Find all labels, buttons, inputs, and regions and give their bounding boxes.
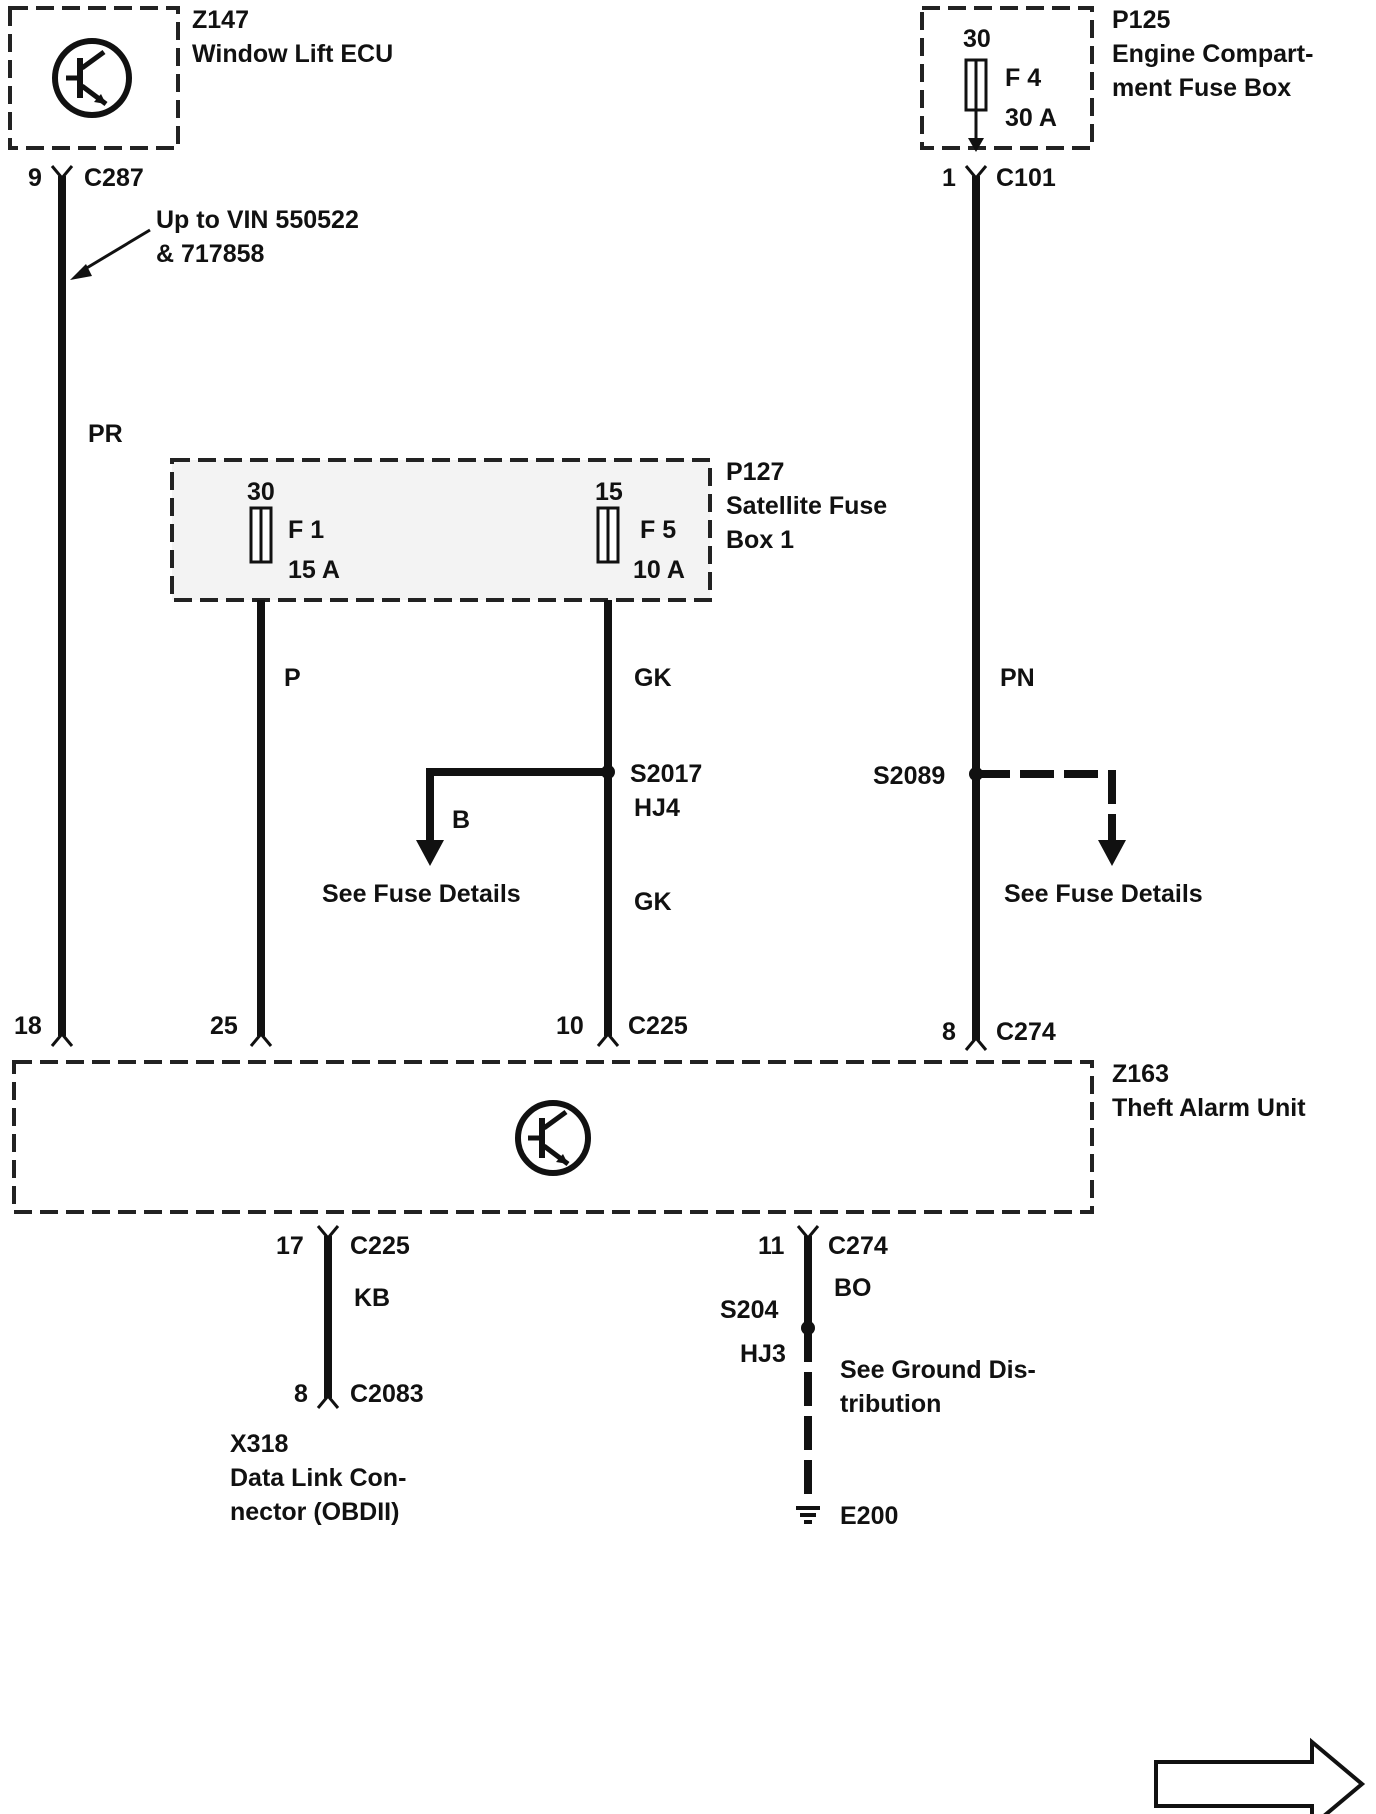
arrow-right-outline-icon[interactable] [1154,1737,1366,1814]
data-link-connector: X318 Data Link Con- nector (OBDII) [230,1430,406,1526]
splice-s204-name: S204 [720,1296,778,1324]
wire-kb: 17 C225 KB 8 C2083 [276,1225,424,1409]
fuse-f5-label: F 5 [640,516,676,544]
splice-s2089: S2089 See Fuse Details [873,762,1203,908]
c101-pin: 1 [942,164,956,192]
window-lift-ecu-box [8,6,180,150]
engine-compartment-fuse-box: 30 F 4 30 A P125 Engine Compart- ment Fu… [920,6,1313,152]
ground-e200: E200 [796,1502,898,1530]
data-link-connector-code: X318 [230,1430,288,1458]
satellite-fuse-box: 30 F 1 15 A 15 F 5 10 A P127 Satellite F… [170,458,887,602]
engine-fuse-box-code: P125 [1112,6,1170,34]
see-fuse-details-right: See Fuse Details [1004,880,1203,908]
wire-bo-color: BO [834,1274,872,1302]
see-ground-distribution-2: tribution [840,1390,941,1418]
wire-bo: 11 C274 BO S204 HJ3 See Ground Dis- trib… [720,1225,1036,1502]
engine-fuse-box-name-1: Engine Compart- [1112,40,1313,68]
fuse-f4-label: F 4 [1005,64,1041,92]
c225-pin-10: 10 [556,1012,584,1040]
fuse-f1-rating: 15 A [288,556,340,584]
theft-alarm-unit-box [12,1060,1094,1214]
wire-pn: 1 C101 PN 8 C274 [942,164,1056,1051]
c225-pin-17: 17 [276,1232,304,1260]
wire-gk-upper-color: GK [634,664,672,692]
fuse-f4-terminal: 30 [963,25,991,53]
vin-note-1: Up to VIN 550522 [156,206,359,234]
window-lift-ecu-name: Window Lift ECU [192,40,393,68]
c274-label: C274 [996,1018,1056,1046]
fuse-f5-icon [596,506,620,564]
c287-pin: 9 [28,164,42,192]
wire-p: P 25 [210,600,301,1047]
wire-pr-color: PR [88,420,123,448]
fuse-f5-rating: 10 A [633,556,685,584]
engine-compartment-fuse-box-outline [920,6,1094,150]
data-link-connector-name-2: nector (OBDII) [230,1498,399,1526]
fuse-f4-rating: 30 A [1005,104,1057,132]
theft-alarm-unit-code: Z163 [1112,1060,1169,1088]
splice-s2017-name: S2017 [630,760,702,788]
fuse-f1-label: F 1 [288,516,324,544]
c274-bo-label: C274 [828,1232,888,1260]
vin-callout: Up to VIN 550522 & 717858 [70,206,359,280]
satellite-fuse-box-name-2: Box 1 [726,526,794,554]
wire-gk-lower-color: GK [634,888,672,916]
fuse-f5-terminal: 15 [595,478,623,506]
fuse-f4-icon [964,58,988,152]
fuse-f1-terminal: 30 [247,478,275,506]
c225-pin-25: 25 [210,1012,238,1040]
wire-kb-color: KB [354,1284,390,1312]
transistor-icon [515,1100,591,1176]
c274-pin-11: 11 [758,1232,785,1260]
c101-label: C101 [996,164,1056,192]
wire-pn-color: PN [1000,664,1035,692]
splice-s204-location: HJ3 [740,1340,786,1368]
c225-label: C225 [628,1012,688,1040]
c2083-label: C2083 [350,1380,424,1408]
ground-e200-label: E200 [840,1502,898,1530]
window-lift-ecu-code: Z147 [192,6,249,34]
wire-gk: GK GK 10 C225 [556,600,688,1047]
c225-kb-label: C225 [350,1232,410,1260]
satellite-fuse-box-name-1: Satellite Fuse [726,492,887,520]
data-link-connector-name-1: Data Link Con- [230,1464,406,1492]
vin-note-2: & 717858 [156,240,265,268]
wire-p-color: P [284,664,301,692]
fuse-f1-icon [249,506,273,564]
engine-fuse-box-name-2: ment Fuse Box [1112,74,1291,102]
theft-alarm-unit: Z163 Theft Alarm Unit [12,1060,1306,1214]
see-fuse-details-left: See Fuse Details [322,880,521,908]
c225-pin-18: 18 [14,1012,42,1040]
wire-b-color: B [452,806,470,834]
splice-s2089-name: S2089 [873,762,945,790]
splice-s2017: S2017 HJ4 B See Fuse Details [322,760,702,908]
see-ground-distribution-1: See Ground Dis- [840,1356,1036,1384]
wire-pr: 9 C287 PR 18 [14,164,144,1047]
splice-s2017-location: HJ4 [634,794,680,822]
ground-icon [796,1506,820,1524]
c2083-pin: 8 [294,1380,308,1408]
satellite-fuse-box-code: P127 [726,458,784,486]
c274-pin-8: 8 [942,1018,956,1046]
window-lift-ecu: Z147 Window Lift ECU [8,6,393,150]
theft-alarm-unit-name: Theft Alarm Unit [1112,1094,1306,1122]
c287-label: C287 [84,164,144,192]
transistor-icon [52,38,132,118]
